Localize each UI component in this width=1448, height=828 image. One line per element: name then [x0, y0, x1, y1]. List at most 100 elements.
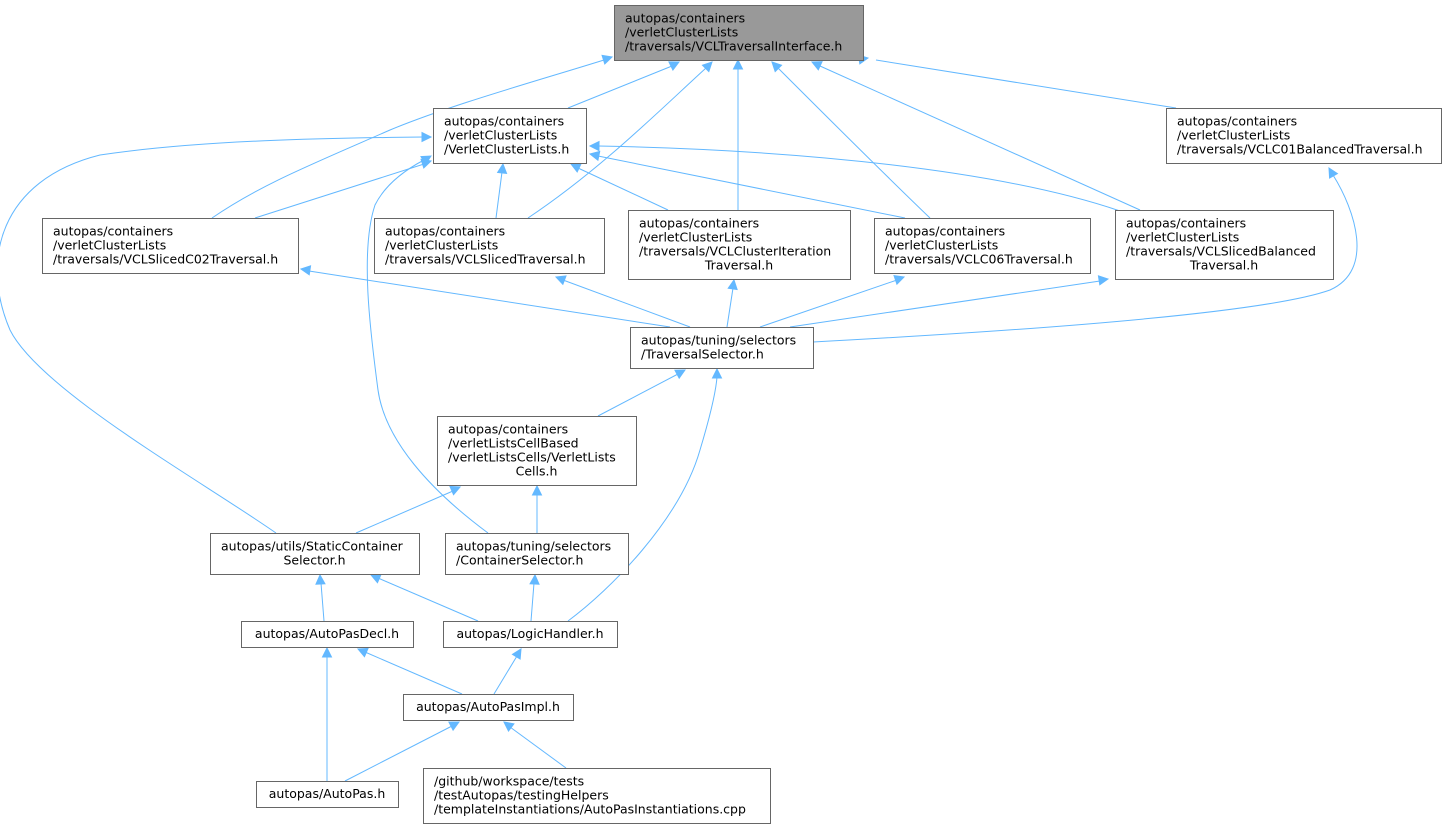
node-label-line: autopas/containers — [385, 224, 505, 239]
node-label-line: /templateInstantiations/AutoPasInstantia… — [434, 802, 746, 817]
edge-line — [364, 651, 463, 695]
edge-line — [577, 167, 669, 211]
node-vclc06[interactable]: autopas/containers/verletClusterLists/tr… — [874, 218, 1091, 274]
node-label-line: autopas/containers — [885, 224, 1005, 239]
arrowhead — [893, 275, 906, 286]
edge-vcl_cluster_iteration-to-verlet_cluster_lists — [569, 163, 669, 211]
edge-traversal_selector-to-vcl_sliced — [554, 275, 691, 328]
node-label-line: /github/workspace/tests — [434, 774, 584, 789]
arrowhead — [496, 162, 508, 174]
arrowhead — [711, 367, 723, 379]
edge-line — [567, 376, 718, 622]
edge-line — [355, 490, 454, 534]
node-box — [1166, 108, 1442, 164]
node-vcl_sliced_balanced[interactable]: autopas/containers/verletClusterLists/tr… — [1115, 210, 1334, 280]
node-box — [42, 218, 299, 274]
edge-vclc06-to-vcl_traversal_interface — [771, 61, 931, 219]
edge-line — [597, 145, 1121, 212]
edges-layer — [0, 54, 1358, 782]
node-box — [403, 694, 574, 721]
node-label-line: /verletClusterLists — [625, 25, 738, 40]
arrowhead — [448, 721, 460, 732]
arrowhead — [315, 573, 326, 585]
edge-line — [0, 136, 425, 534]
node-label-line: /testAutopas/testingHelpers — [434, 788, 609, 803]
arrowhead — [732, 58, 744, 70]
edge-vcl_sliced-to-verlet_cluster_lists — [495, 162, 508, 219]
edge-line — [344, 725, 453, 782]
node-box — [874, 218, 1091, 274]
node-label-line: /verletClusterLists — [385, 238, 498, 253]
edge-line — [377, 577, 479, 622]
edge-verlet_cluster_lists-to-vcl_traversal_interface — [567, 61, 681, 109]
arrowhead — [369, 573, 382, 584]
edge-logic_handler-to-container_selector — [529, 573, 540, 622]
node-vcl_sliced[interactable]: autopas/containers/verletClusterLists/tr… — [374, 218, 605, 274]
arrowhead — [421, 131, 433, 143]
node-label-line: /verletClusterLists — [639, 230, 752, 245]
edge-vcl_sliced_c02-to-verlet_cluster_lists — [254, 158, 433, 219]
node-label-line: Traversal.h — [704, 258, 773, 273]
node-autopas_instantiations[interactable]: /github/workspace/tests/testAutopas/test… — [423, 768, 771, 824]
node-label-line: /verletClusterLists — [885, 238, 998, 253]
arrowhead — [511, 648, 522, 660]
node-vclc01_balanced[interactable]: autopas/containers/verletClusterLists/tr… — [1166, 108, 1442, 164]
node-label-line: autopas/AutoPasImpl.h — [416, 699, 560, 714]
edge-autopas_decl-to-static_container_selector — [315, 573, 326, 622]
node-label-line: autopas/containers — [444, 114, 564, 129]
node-autopas[interactable]: autopas/AutoPas.h — [256, 781, 399, 808]
edge-vcl_cluster_iteration-to-vcl_traversal_interface — [732, 58, 744, 210]
arrowhead — [668, 61, 681, 71]
edge-autopas_impl-to-logic_handler — [493, 648, 522, 695]
edge-static_container_selector-to-verlet_lists_cells — [355, 485, 462, 534]
node-label-line: Cells.h — [516, 464, 558, 479]
node-vcl_cluster_iteration[interactable]: autopas/containers/verletClusterLists/tr… — [628, 210, 851, 280]
edge-line — [819, 65, 1141, 211]
node-vcl_traversal_interface[interactable]: autopas/containers/verletClusterLists/tr… — [614, 5, 864, 61]
node-box — [433, 108, 587, 164]
edge-line — [562, 279, 691, 328]
arrowhead — [771, 61, 783, 73]
node-label-line: /traversals/VCLC06Traversal.h — [885, 252, 1073, 267]
node-label-line: /TraversalSelector.h — [641, 347, 764, 362]
node-label-line: autopas/containers — [625, 11, 745, 26]
arrowhead — [810, 61, 823, 71]
node-verlet_cluster_lists[interactable]: autopas/containers/verletClusterLists/Ve… — [433, 108, 587, 164]
node-container_selector[interactable]: autopas/tuning/selectors/ContainerSelect… — [445, 533, 629, 575]
edge-vcl_sliced-to-vcl_traversal_interface — [527, 61, 713, 219]
node-label-line: /traversals/VCLSlicedTraversal.h — [385, 252, 586, 267]
node-box — [630, 327, 814, 369]
arrowhead — [1328, 167, 1339, 179]
edge-line — [527, 67, 707, 219]
node-label-line: Selector.h — [283, 553, 345, 568]
node-traversal_selector[interactable]: autopas/tuning/selectors/TraversalSelect… — [630, 327, 814, 369]
edge-traversal_selector-to-vcl_cluster_iteration — [726, 278, 738, 328]
node-autopas_decl[interactable]: autopas/AutoPasDecl.h — [241, 621, 414, 648]
nodes-layer: autopas/containers/verletClusterLists/tr… — [42, 5, 1442, 824]
node-logic_handler[interactable]: autopas/LogicHandler.h — [443, 621, 618, 648]
node-label-line: autopas/containers — [53, 224, 173, 239]
arrowhead — [529, 573, 540, 585]
edge-line — [759, 279, 898, 328]
edge-vclc01_balanced-to-vcl_traversal_interface — [857, 54, 1177, 109]
edge-line — [812, 174, 1358, 343]
node-label-line: autopas/tuning/selectors — [641, 333, 796, 348]
node-box — [241, 621, 414, 648]
arrowhead — [420, 155, 432, 166]
arrowhead — [601, 54, 614, 65]
node-autopas_impl[interactable]: autopas/AutoPasImpl.h — [403, 694, 574, 721]
node-vcl_sliced_c02[interactable]: autopas/containers/verletClusterLists/tr… — [42, 218, 299, 274]
node-verlet_lists_cells[interactable]: autopas/containers/verletListsCellBased/… — [437, 416, 637, 486]
node-label-line: /verletListsCells/VerletLists — [448, 450, 616, 465]
edge-container_selector-to-verlet_cluster_lists — [366, 155, 489, 534]
arrowhead — [701, 61, 713, 73]
edge-line — [366, 159, 489, 534]
edge-container_selector-to-verlet_lists_cells — [531, 484, 543, 533]
edge-line — [308, 270, 671, 328]
arrowhead — [554, 275, 567, 286]
node-label-line: /verletClusterLists — [444, 128, 557, 143]
edge-traversal_selector-to-vclc01_balanced — [812, 167, 1358, 343]
node-box — [628, 210, 851, 280]
node-box — [256, 781, 399, 808]
